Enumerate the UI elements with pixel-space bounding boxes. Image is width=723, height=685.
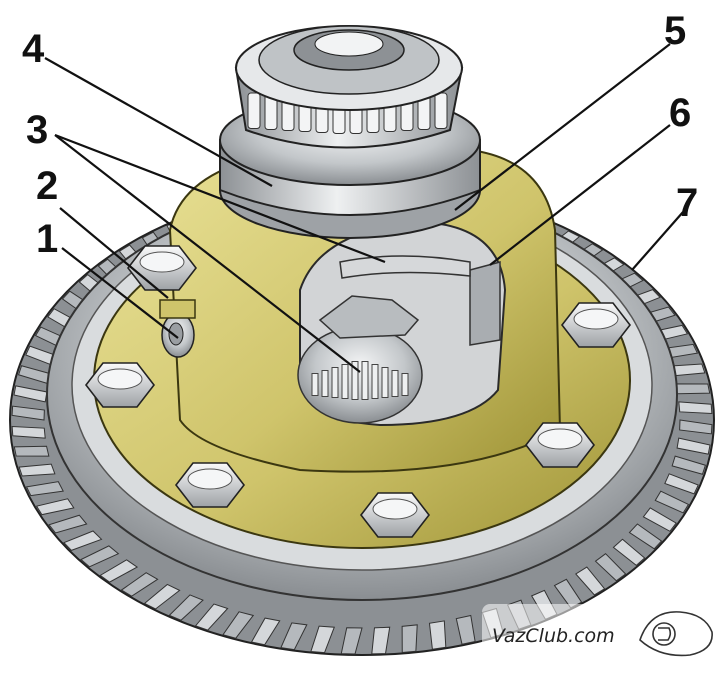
bolt-head (524, 422, 596, 468)
bearing-roller (434, 92, 448, 129)
side-gear-tooth (371, 364, 379, 399)
leader-3a (54, 133, 386, 264)
gear-tooth (676, 437, 711, 455)
gear-tooth (654, 490, 690, 514)
gear-tooth (11, 426, 46, 439)
side-gear-tooth (401, 373, 409, 396)
gear-tooth (11, 405, 45, 421)
side-gear-tooth (361, 361, 369, 400)
gear-tooth (674, 383, 711, 395)
side-gear-teeth (311, 361, 409, 400)
gear-tooth (18, 463, 56, 477)
gear-tooth (13, 445, 50, 457)
leader-lines (44, 43, 684, 373)
leader-5 (454, 43, 671, 211)
car-logo-icon (639, 611, 713, 657)
gear-tooth (80, 545, 120, 568)
gear-tooth (575, 566, 606, 596)
gear-tooth (671, 455, 707, 475)
bolt-head (84, 362, 156, 408)
gear-tooth (642, 507, 677, 532)
leader-7 (631, 211, 684, 271)
gear-tooth (143, 583, 181, 610)
gear-tooth (371, 626, 391, 655)
gear-tooth (168, 594, 204, 621)
gear-tooth (428, 620, 447, 650)
ring-gear-bolts (84, 245, 632, 538)
callout-6: 6 (669, 91, 691, 135)
tapered-roller-bearing (234, 25, 464, 149)
callout-7: 7 (676, 181, 698, 225)
side-gear-tooth (321, 370, 329, 397)
leader-4 (44, 57, 273, 187)
gear-tooth (48, 514, 88, 534)
gear-tooth (678, 401, 713, 414)
bolt-head (174, 462, 246, 508)
bearing-roller (247, 92, 261, 129)
side-gear (297, 326, 423, 424)
leader-3b (54, 134, 361, 373)
gear-tooth (340, 627, 363, 655)
gear-tooth (664, 473, 699, 495)
callout-1: 1 (36, 217, 58, 261)
side-gear-tooth (341, 364, 349, 399)
gear-tooth (594, 553, 627, 582)
gear-tooth (455, 614, 476, 645)
side-gear-tooth (351, 361, 359, 400)
side-gear-tooth (331, 367, 339, 398)
gear-tooth (222, 611, 255, 639)
callout-3: 3 (26, 108, 48, 152)
leader-6 (489, 124, 671, 266)
bolt-head (359, 492, 431, 538)
gear-tooth (120, 572, 159, 597)
gear-tooth (628, 523, 663, 550)
gear-tooth (25, 481, 64, 497)
watermark: VazClub.com (482, 604, 714, 660)
gear-tooth (35, 498, 75, 516)
gear-tooth (310, 625, 335, 654)
callout-4: 4 (22, 27, 45, 71)
callout-5: 5 (664, 9, 686, 53)
callout-2: 2 (36, 164, 58, 208)
leader-2 (59, 207, 169, 299)
gear-tooth (99, 559, 139, 583)
gear-tooth (250, 617, 281, 646)
side-gear-tooth (381, 367, 389, 398)
bolt-head (560, 302, 632, 348)
gear-tooth (194, 603, 229, 631)
side-gear-tooth (391, 370, 399, 397)
gear-tooth (63, 530, 103, 551)
axle-lock-pin (159, 299, 196, 358)
gear-tooth (280, 622, 308, 651)
gear-tooth (401, 624, 418, 653)
satellite-axle (339, 255, 471, 279)
gear-tooth (679, 419, 713, 435)
watermark-text: VazClub.com (492, 625, 615, 647)
gear-tooth (612, 538, 646, 566)
side-gear-tooth (311, 373, 319, 396)
leader-1 (61, 247, 179, 339)
